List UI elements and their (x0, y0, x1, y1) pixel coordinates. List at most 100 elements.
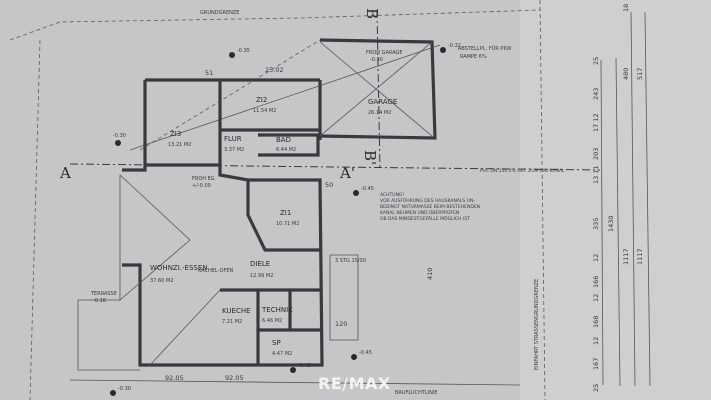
drain-note: PVC DN 150 2% GEF. ZUM MW-KANAL (480, 168, 565, 174)
svg-text:SP: SP (272, 339, 281, 347)
svg-text:13.21 M2: 13.21 M2 (168, 142, 191, 148)
svg-text:517: 517 (636, 68, 644, 80)
svg-text:KACHEL-OFEN: KACHEL-OFEN (198, 268, 234, 274)
svg-text:VOR AUSFÜHRUNG DES HAUSKANALS: VOR AUSFÜHRUNG DES HAUSKANALS UN- (380, 197, 475, 204)
room-kueche: KUECHE 7.21 M2 (222, 307, 251, 325)
svg-text:4.47 M2: 4.47 M2 (272, 351, 292, 357)
svg-text:ACHTUNG!: ACHTUNG! (380, 192, 404, 198)
svg-text:6.46 M2: 6.46 M2 (262, 318, 282, 324)
svg-text:ZI3: ZI3 (170, 130, 181, 138)
grundgrenze-label: GRUNDGRENZE (200, 10, 239, 16)
walls (77, 38, 437, 371)
svg-text:3 STG 15/30: 3 STG 15/30 (335, 258, 366, 264)
section-lines (69, 9, 601, 171)
svg-text:-0.35: -0.35 (237, 48, 250, 54)
misc-dimensions: 410 120 50 51 25.02 92.05 92.05 3 STG 15… (165, 66, 434, 382)
floor-level-eg: FROH EG +/-0.00 (192, 176, 215, 189)
svg-text:-0.30: -0.30 (118, 386, 131, 392)
property-lines (9, 0, 546, 400)
svg-text:168: 168 (592, 316, 600, 328)
svg-text:25.02: 25.02 (265, 66, 284, 74)
level-markers: -0.35 -0.30 -0.32 -0.45 -0.45 -0.30 -0.4… (110, 43, 461, 396)
paper-right (520, 0, 711, 400)
svg-text:GARAGE: GARAGE (368, 98, 397, 106)
room-zi1: ZI1 10.71 M2 (276, 209, 299, 227)
svg-text:BAD: BAD (276, 136, 291, 144)
svg-text:-0.45: -0.45 (361, 186, 374, 192)
room-technik: TECHNIK 6.46 M2 (261, 306, 293, 324)
room-zi3: ZI3 13.21 M2 (168, 130, 191, 148)
svg-text:6.44 M2: 6.44 M2 (276, 147, 296, 153)
svg-text:-0.18: -0.18 (93, 298, 106, 304)
svg-text:-0.30: -0.30 (370, 57, 383, 63)
svg-text:FROH EG: FROH EG (192, 176, 215, 182)
svg-text:7.21 M2: 7.21 M2 (222, 319, 242, 325)
svg-text:25: 25 (592, 57, 600, 65)
svg-text:50: 50 (325, 181, 333, 189)
svg-text:FROH GARAGE: FROH GARAGE (366, 50, 403, 56)
warning-note: ACHTUNG! VOR AUSFÜHRUNG DES HAUSKANALS U… (380, 192, 480, 222)
svg-text:166: 166 (592, 276, 600, 288)
svg-text:13 11: 13 11 (592, 165, 600, 184)
terrace-label: TERRASSE -0.18 (90, 291, 117, 304)
svg-text:51: 51 (205, 69, 213, 77)
svg-text:92.05: 92.05 (225, 374, 244, 382)
svg-text:167: 167 (592, 358, 600, 370)
room-wohnzi-essen: WOHNZI.-ESSEN 37.60 M2 KACHEL-OFEN (150, 264, 234, 284)
svg-text:FLUR: FLUR (224, 135, 242, 143)
svg-text:25: 25 (592, 384, 600, 392)
svg-text:DIELE: DIELE (250, 260, 270, 268)
svg-text:12: 12 (592, 254, 600, 262)
svg-text:BEDINGT NATURMASSE BEIM BESTEH: BEDINGT NATURMASSE BEIM BESTEHENDEN (380, 204, 480, 210)
room-garage: GARAGE 26.14 M2 FROH GARAGE -0.30 (366, 50, 403, 116)
section-b-marker: B (363, 8, 381, 19)
svg-text:335: 335 (592, 218, 600, 230)
svg-text:-0.32: -0.32 (448, 43, 461, 49)
svg-text:11.54 M2: 11.54 M2 (253, 108, 276, 114)
room-flur: FLUR 3.37 M2 (224, 135, 244, 153)
svg-text:ABSTELLPL. FÜR PKW: ABSTELLPL. FÜR PKW (458, 45, 511, 52)
svg-text:1117: 1117 (636, 248, 644, 265)
room-sp: SP 4.47 M2 (272, 339, 292, 357)
svg-text:OB DAS MINDESTGEFÄLLE MÖGLICH: OB DAS MINDESTGEFÄLLE MÖGLICH IST (380, 215, 470, 222)
svg-text:TECHNIK: TECHNIK (261, 306, 293, 314)
svg-text:37.60 M2: 37.60 M2 (150, 278, 173, 284)
svg-text:12: 12 (592, 294, 600, 302)
baufluchtlinie-label: BAUFLUCHTLINIE (395, 390, 438, 396)
section-b-prime-marker: B' (361, 150, 379, 165)
svg-text:1430: 1430 (607, 215, 615, 232)
remax-watermark: RE/MAX (318, 374, 391, 393)
svg-text:92.05: 92.05 (165, 374, 184, 382)
svg-text:12.99 M2: 12.99 M2 (250, 273, 273, 279)
svg-text:+/-0.00: +/-0.00 (192, 183, 211, 189)
svg-text:TERRASSE: TERRASSE (90, 291, 117, 297)
svg-text:3.37 M2: 3.37 M2 (224, 147, 244, 153)
room-bad: BAD 6.44 M2 (276, 136, 296, 153)
room-diele: DIELE 12.99 M2 (250, 260, 273, 279)
svg-text:203: 203 (592, 148, 600, 160)
svg-text:KANAL NEHMEN UND ÜBERPRÜFEN: KANAL NEHMEN UND ÜBERPRÜFEN (380, 209, 459, 216)
svg-text:RAMPE 6%: RAMPE 6% (460, 54, 487, 60)
svg-text:12: 12 (592, 337, 600, 345)
svg-text:KUECHE: KUECHE (222, 307, 251, 315)
svg-text:120: 120 (335, 320, 347, 328)
svg-text:17 12: 17 12 (592, 113, 600, 132)
svg-text:-0.45: -0.45 (298, 363, 311, 369)
section-a-marker: A (59, 164, 71, 182)
svg-text:ZI2: ZI2 (256, 96, 267, 104)
svg-text:-0.30: -0.30 (113, 133, 126, 139)
dimension-chain-right: 25 243 17 12 203 13 11 335 12 166 12 168… (592, 4, 651, 392)
section-a-prime-marker: A' (339, 164, 355, 182)
svg-text:-0.45: -0.45 (359, 350, 372, 356)
svg-text:ZI1: ZI1 (280, 209, 291, 217)
svg-text:10.71 M2: 10.71 M2 (276, 221, 299, 227)
svg-text:18: 18 (622, 4, 630, 12)
svg-text:1117: 1117 (622, 248, 630, 265)
svg-text:WOHNZI.-ESSEN: WOHNZI.-ESSEN (150, 264, 208, 272)
street-boundary-label: EINFAHRT STRASSENGRUNDGRENZE (534, 279, 540, 370)
svg-text:410: 410 (426, 268, 434, 280)
room-zi2: ZI2 11.54 M2 (253, 96, 276, 114)
svg-text:26.14 M2: 26.14 M2 (368, 110, 391, 116)
svg-text:243: 243 (592, 88, 600, 100)
